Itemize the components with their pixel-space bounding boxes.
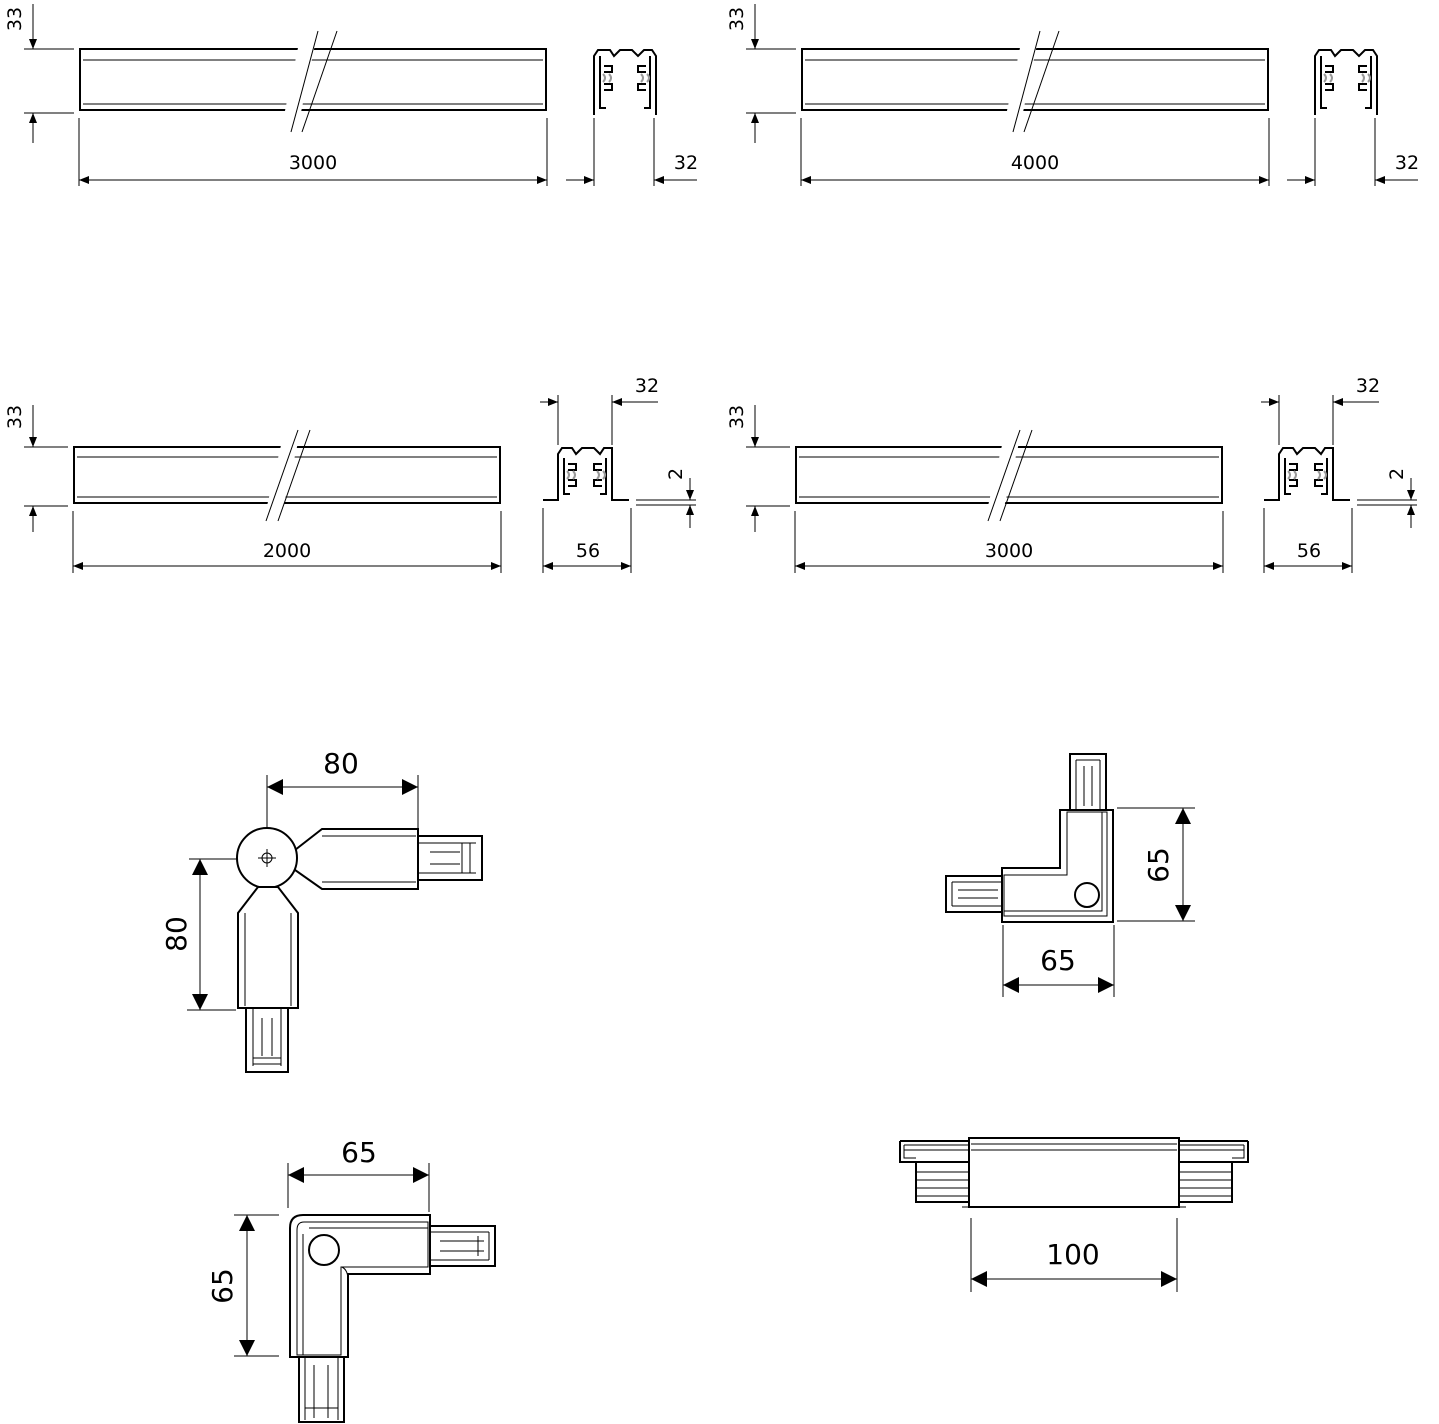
l-connector-left-width-label: 65 [341, 1136, 377, 1169]
track-4000-profile [1314, 49, 1378, 115]
track-4000-drawing: 33 4000 32 [726, 4, 1419, 186]
track-3000-length-label: 3000 [289, 152, 337, 174]
track-2000-profile-width-label: 56 [576, 540, 600, 562]
track-2000-length-label: 2000 [263, 540, 311, 562]
track-2000-recessed-profile [543, 447, 629, 501]
track-3000-recessed-height-label: 33 [726, 405, 748, 429]
track-3000-recessed-flange-label: 2 [1386, 468, 1408, 480]
flexible-connector-height-label: 80 [160, 916, 193, 952]
track-2000-recessed-drawing: 33 2000 32 2 56 [4, 375, 696, 573]
track-3000-recessed-profile [1264, 447, 1350, 501]
track-4000-length-label: 4000 [1011, 152, 1059, 174]
track-3000-recessed-profile-width-label: 56 [1297, 540, 1321, 562]
track-3000-height-label: 33 [4, 7, 26, 31]
track-2000-flange-label: 2 [665, 468, 687, 480]
l-connector-left-height-label: 65 [206, 1268, 239, 1304]
track-3000-profile [593, 49, 657, 115]
straight-connector-length-label: 100 [1046, 1238, 1099, 1271]
track-2000-profile-top-label: 32 [635, 375, 659, 397]
track-2000-height-label: 33 [4, 405, 26, 429]
l-connector-left-drawing: 65 65 [206, 1136, 496, 1423]
track-3000-recessed-length-label: 3000 [985, 540, 1033, 562]
l-connector-right-height-label: 65 [1142, 847, 1175, 883]
track-3000-recessed-drawing: 33 3000 32 2 56 [726, 375, 1417, 573]
l-connector-right-drawing: 65 65 [945, 753, 1195, 997]
track-4000-profile-width-label: 32 [1395, 152, 1419, 174]
track-3000-recessed-profile-top-label: 32 [1356, 375, 1380, 397]
track-3000-profile-width-label: 32 [674, 152, 698, 174]
track-3000-drawing: 33 3000 32 [4, 4, 698, 186]
track-4000-height-label: 33 [726, 7, 748, 31]
flexible-connector-drawing: 80 80 [160, 747, 483, 1073]
straight-connector-drawing: 100 [899, 1137, 1249, 1292]
l-connector-right-width-label: 65 [1040, 944, 1076, 977]
flexible-connector-width-label: 80 [323, 747, 359, 780]
